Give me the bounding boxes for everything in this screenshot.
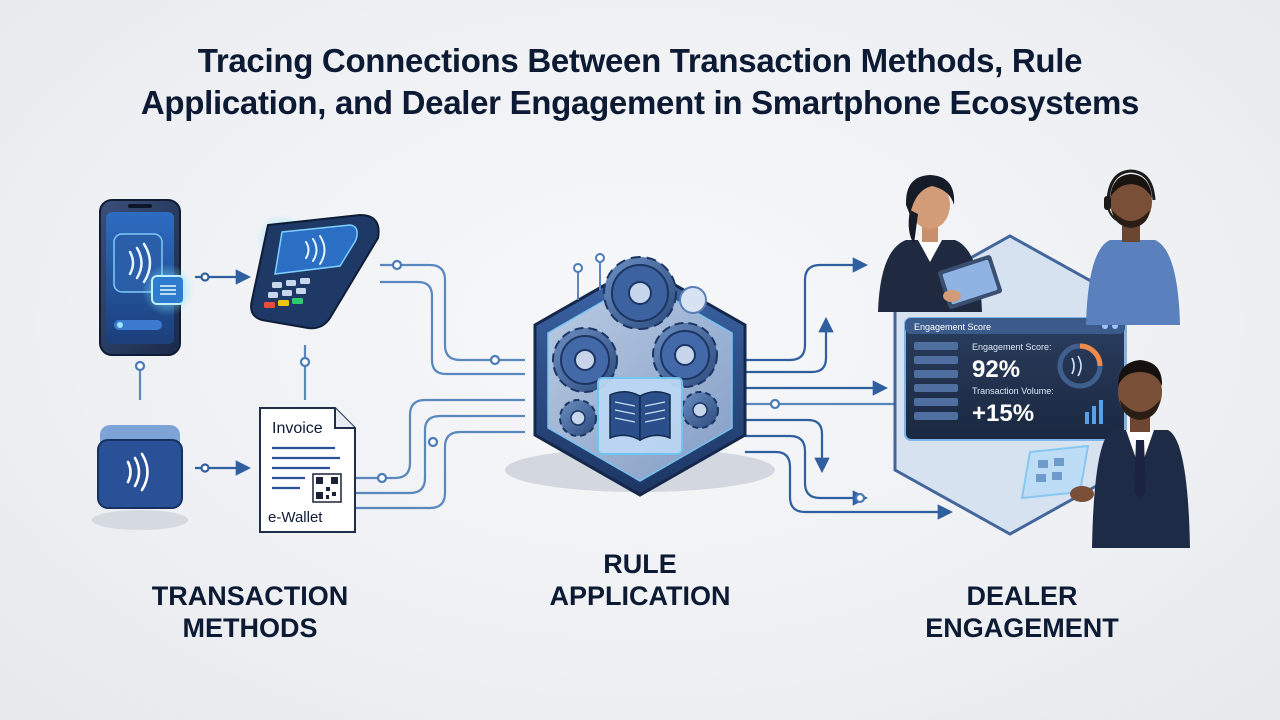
- invoice-footer: e-Wallet: [268, 509, 323, 526]
- gears-rulebook-icon: [505, 253, 775, 497]
- metric-1-label: Engagement Score:: [972, 342, 1052, 352]
- dealer-suit-figure: [1020, 360, 1190, 548]
- smartphone-nfc-icon: [99, 199, 194, 356]
- metric-2-label: Transaction Volume:: [972, 386, 1054, 396]
- title-line-1: Tracing Connections Between Transaction …: [197, 42, 1083, 79]
- section-label-dealer-line-1: DEALER: [966, 581, 1078, 611]
- section-label-rule-line-2: APPLICATION: [549, 581, 731, 611]
- section-label-transaction-line-1: TRANSACTION: [151, 581, 349, 611]
- engagement-dashboard: Engagement Score Engagement Score: 92% T…: [904, 317, 1126, 441]
- title-line-2: Application, and Dealer Engagement in Sm…: [140, 84, 1140, 121]
- dashboard-header: Engagement Score: [914, 322, 991, 332]
- section-label-transaction-line-2: METHODS: [182, 613, 318, 643]
- section-label-rule-line-1: RULE: [603, 549, 677, 579]
- section-label-rule: RULE APPLICATION: [490, 548, 790, 612]
- invoice-ewallet-icon: Invoice e-Wallet: [259, 407, 356, 533]
- metric-1-value: 92%: [972, 356, 1020, 383]
- dealer-headset-figure: [1086, 169, 1180, 325]
- diagram-title: Tracing Connections Between Transaction …: [0, 40, 1280, 124]
- dealer-people-icon: Engagement Score Engagement Score: 92% T…: [878, 169, 1190, 548]
- metric-2-value: +15%: [972, 400, 1034, 427]
- section-label-dealer-line-2: ENGAGEMENT: [925, 613, 1119, 643]
- section-label-dealer: DEALER ENGAGEMENT: [872, 580, 1172, 644]
- dealer-woman-figure: [878, 175, 1003, 312]
- contactless-card-icon: [92, 425, 188, 530]
- connector-lines: [134, 257, 954, 520]
- invoice-heading: Invoice: [272, 420, 323, 437]
- pos-terminal-icon: [250, 213, 380, 330]
- section-label-transaction: TRANSACTION METHODS: [100, 580, 400, 644]
